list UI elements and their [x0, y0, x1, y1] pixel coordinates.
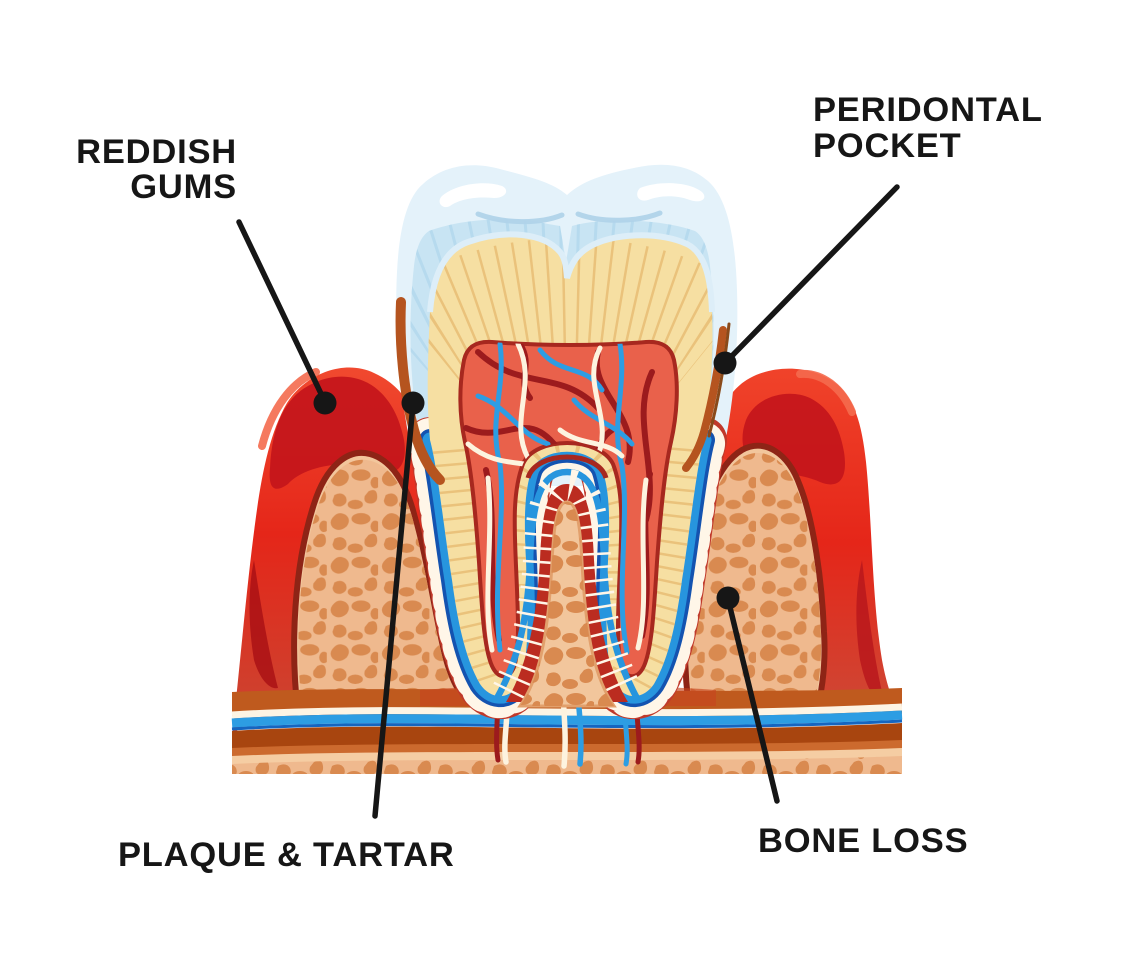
callouts: REDDISH GUMS PERIDONTAL POCKET PLAQUE & … [76, 91, 1043, 874]
leader-line-bone-loss [725, 596, 780, 804]
leader-dot-reddish-gums [313, 391, 337, 415]
bone-spike-trabeculae [520, 502, 614, 706]
dentin-enamel-junction [427, 231, 715, 313]
crown-highlights [439, 183, 705, 225]
left-gum-highlight [258, 368, 320, 450]
callout-labels: REDDISH GUMS PERIDONTAL POCKET PLAQUE & … [76, 91, 1043, 874]
jaw-vessel-blue-dark [231, 719, 903, 731]
left-gum-deep-patch [249, 560, 278, 689]
leader-dots [313, 351, 740, 610]
dentin-striations [427, 238, 713, 697]
leader-dot-peridontal-pocket [713, 351, 737, 375]
tartar-deposit-right-dark [707, 322, 731, 438]
right-gum-highlight [796, 369, 856, 416]
tooth [395, 164, 738, 708]
label-reddish-gums-line1: REDDISH [76, 133, 237, 171]
pulp-vessels [463, 341, 655, 655]
jaw-vessel-blue [231, 710, 903, 728]
leader-line-peridontal-pocket [723, 184, 900, 365]
interradicular-region [493, 468, 641, 708]
furcation-cementum-blue [493, 468, 641, 702]
right-gum-deep-patch [856, 560, 884, 701]
occlusal-groove-right [575, 210, 663, 223]
crown-gloss-left [439, 183, 507, 208]
jaw-vessel-white [231, 703, 903, 719]
jaw-band-spongy-texture [232, 756, 902, 774]
furcation-arch-outline [525, 454, 609, 480]
leader-lines [236, 184, 900, 819]
label-reddish-gums-line2: GUMS [130, 168, 237, 206]
leader-dot-bone-loss [716, 586, 740, 610]
label-peridontal-pocket-line2: POCKET [813, 127, 962, 165]
leader-line-reddish-gums [236, 219, 328, 405]
label-peridontal-pocket-line1: PERIDONTAL [813, 91, 1043, 129]
crown-gloss-right [637, 183, 705, 202]
label-bone-loss: BONE LOSS [758, 822, 968, 860]
leader-dot-plaque-tartar [401, 391, 425, 415]
leader-line-plaque-tartar [372, 401, 416, 819]
label-plaque-tartar: PLAQUE & TARTAR [118, 836, 455, 874]
occlusal-groove-left [475, 211, 565, 225]
